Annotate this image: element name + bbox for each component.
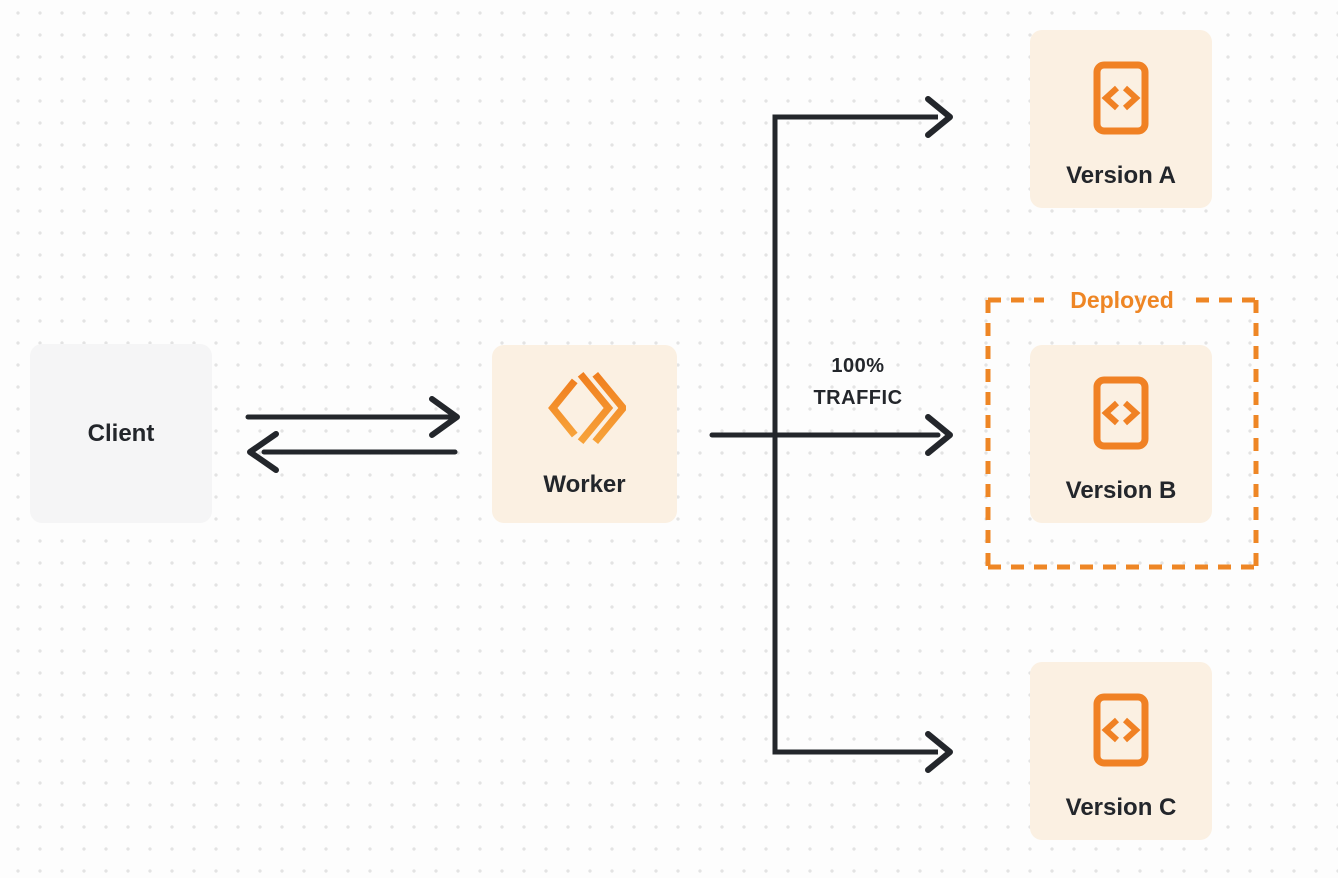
traffic-annotation: 100% TRAFFIC [738, 350, 978, 414]
arrow-client-to-worker [245, 396, 460, 438]
worker-node: Worker [492, 345, 677, 523]
version-c-node: Version C [1030, 662, 1212, 840]
traffic-word: TRAFFIC [813, 387, 903, 409]
code-file-icon [1093, 693, 1149, 772]
deployed-label: Deployed [1070, 287, 1174, 313]
arrow-to-version-a-head [925, 96, 953, 138]
arrow-to-version-c-head [925, 731, 953, 773]
version-c-label: Version C [1065, 793, 1177, 821]
version-b-node: Version B [1030, 345, 1212, 523]
worker-label: Worker [543, 470, 626, 498]
traffic-percentage: 100% [831, 355, 885, 377]
arrow-worker-to-client [247, 431, 458, 473]
arrow-worker-to-version-b [709, 414, 953, 456]
code-file-icon [1093, 61, 1149, 140]
cloudflare-workers-logo-icon [544, 370, 628, 451]
code-file-icon [1093, 376, 1149, 455]
version-a-label: Version A [1066, 161, 1176, 189]
branch-trunk-line [772, 114, 938, 755]
version-b-label: Version B [1065, 476, 1177, 504]
client-node: Client [30, 344, 212, 523]
version-a-node: Version A [1030, 30, 1212, 208]
client-label: Client [87, 419, 155, 447]
